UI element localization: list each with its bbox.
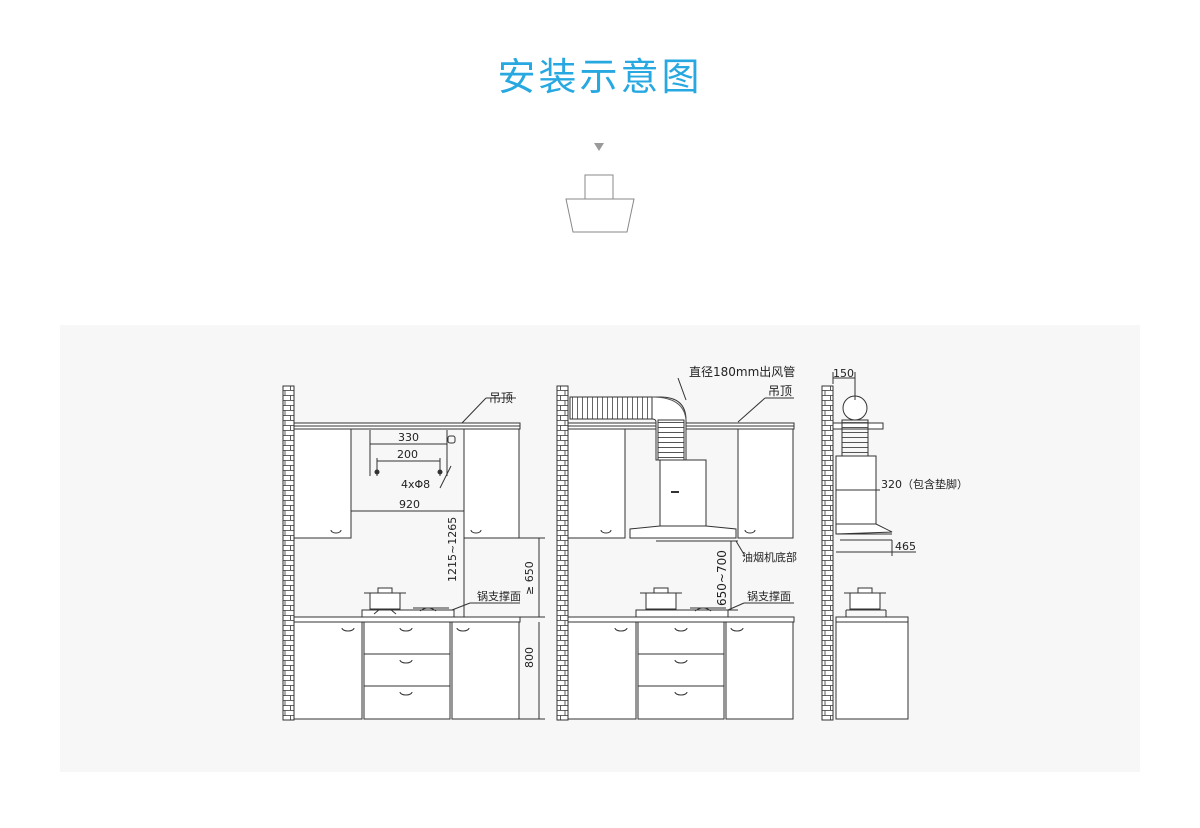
base-cabinet-right bbox=[451, 621, 520, 720]
wall-cabinet-left bbox=[293, 428, 352, 539]
dim-465: 465 bbox=[895, 540, 916, 553]
dim-330: 330 bbox=[398, 431, 419, 444]
countertop-left bbox=[293, 616, 521, 623]
diagram-right bbox=[821, 372, 916, 721]
dim-650-700: 650~700 bbox=[715, 550, 729, 606]
wall-left bbox=[282, 385, 295, 721]
wall-cabinet-right bbox=[463, 428, 520, 539]
stove-left bbox=[361, 609, 455, 618]
dim-800: 800 bbox=[523, 647, 536, 668]
pot-support-label-left: 锅支撑面 bbox=[477, 589, 521, 603]
hood-chimney bbox=[659, 459, 707, 527]
installation-diagram: 吊顶 330 200 4xΦ8 920 1215~1265 ≥ 650 锅支撑面… bbox=[282, 364, 968, 721]
base-cabinet-drawers bbox=[363, 621, 451, 720]
diagram-right-labels: 150 320（包含垫脚） 465 bbox=[833, 367, 968, 553]
dim-height-range: 1215~1265 bbox=[446, 517, 459, 582]
hood-bottom-label: 油烟机底部 bbox=[742, 550, 797, 564]
dim-920: 920 bbox=[399, 498, 420, 511]
diagram-left-labels: 吊顶 330 200 4xΦ8 920 1215~1265 ≥ 650 锅支撑面… bbox=[397, 391, 536, 668]
dim-min-650: ≥ 650 bbox=[523, 561, 536, 595]
wall-middle bbox=[556, 385, 569, 721]
hole-label: 4xΦ8 bbox=[401, 478, 430, 491]
diagram-middle bbox=[556, 377, 795, 721]
diagram-left bbox=[282, 385, 545, 721]
triangle-down-icon bbox=[594, 143, 604, 151]
ceiling-label-middle: 吊顶 bbox=[768, 384, 792, 398]
range-hood-icon bbox=[565, 174, 635, 233]
base-cabinet-left bbox=[293, 621, 363, 720]
pot-support-label-middle: 锅支撑面 bbox=[747, 589, 791, 603]
diagram-middle-labels: 直径180mm出风管 吊顶 油烟机底部 650~700 锅支撑面 bbox=[689, 364, 797, 606]
page-title: 安装示意图 bbox=[497, 55, 703, 99]
dim-150: 150 bbox=[833, 367, 854, 380]
pot-left bbox=[369, 592, 401, 610]
dim-320: 320（包含垫脚） bbox=[881, 477, 968, 491]
installation-panel: 吊顶 330 200 4xΦ8 920 1215~1265 ≥ 650 锅支撑面… bbox=[60, 325, 1140, 772]
wall-right bbox=[821, 385, 834, 721]
base-side bbox=[835, 621, 909, 720]
ceiling-label-left: 吊顶 bbox=[489, 391, 513, 405]
duct-label: 直径180mm出风管 bbox=[689, 364, 795, 379]
dim-200: 200 bbox=[397, 448, 418, 461]
hood-canopy bbox=[629, 525, 737, 539]
